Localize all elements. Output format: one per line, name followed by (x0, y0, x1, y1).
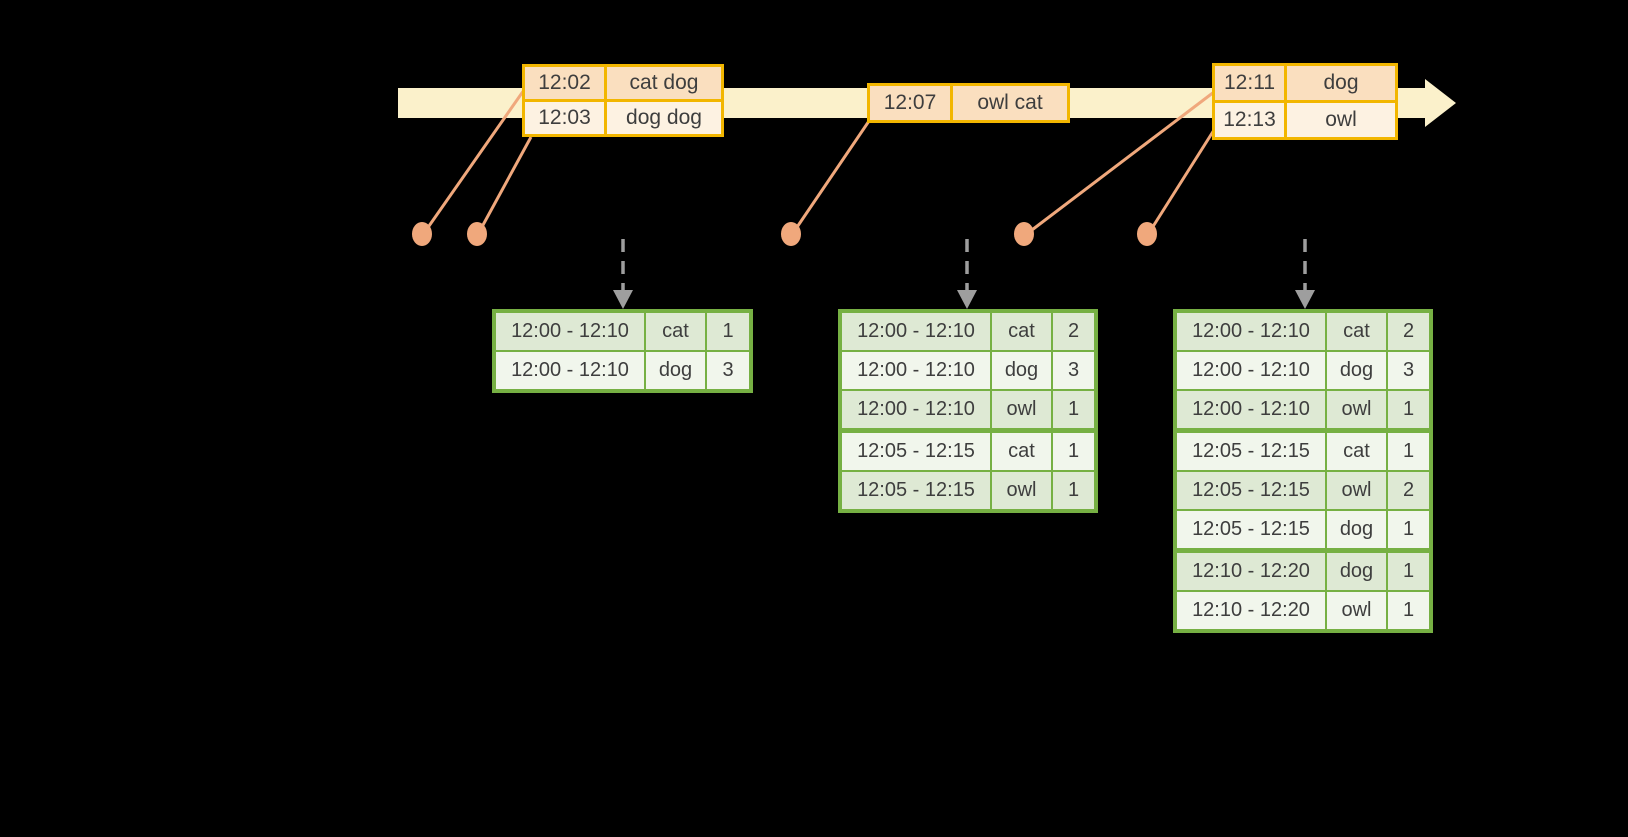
count-cell: 1 (1402, 440, 1415, 462)
word-cell: owl (1327, 391, 1388, 428)
trigger-arrowhead-icon (613, 290, 633, 309)
count-cell: 3 (722, 359, 734, 381)
word-cell: dog (646, 352, 707, 389)
event-words-cell: owl cat (953, 86, 1067, 120)
event-words-cell: dog dog (607, 102, 721, 134)
word-cell: dog (1327, 511, 1388, 548)
event-row: 12:02 cat dog (525, 67, 721, 99)
count-cell: 2 (1402, 320, 1415, 342)
word-cell: cat (646, 313, 707, 350)
window-cell: 12:00 - 12:10 (842, 391, 992, 428)
result-row: 12:00 - 12:10 dog 3 (496, 350, 749, 389)
result-table: 12:00 - 12:10 cat 2 12:00 - 12:10 dog 3 … (1173, 309, 1433, 633)
word-cell: dog (992, 352, 1053, 389)
event-row: 12:13 owl (1215, 100, 1395, 137)
count-cell: 1 (1402, 398, 1415, 420)
count-cell: 1 (1067, 479, 1080, 501)
event-time-cell: 12:11 (1215, 66, 1287, 100)
result-table: 12:00 - 12:10 cat 2 12:00 - 12:10 dog 3 … (838, 309, 1098, 513)
word-cell: dog (1327, 352, 1388, 389)
result-row: 12:05 - 12:15 cat 1 (1177, 428, 1429, 470)
event-words-cell: owl (1287, 103, 1395, 137)
window-cell: 12:00 - 12:10 (1177, 352, 1327, 389)
window-cell: 12:00 - 12:10 (842, 352, 992, 389)
word-cell: cat (1327, 313, 1388, 350)
result-row: 12:00 - 12:10 cat 2 (842, 313, 1094, 350)
event-words-cell: dog (1287, 66, 1395, 100)
event-connector-line (475, 136, 533, 237)
result-row: 12:00 - 12:10 dog 3 (1177, 350, 1429, 389)
event-row: 12:07 owl cat (870, 86, 1067, 120)
event-table: 12:11 dog 12:13 owl (1212, 63, 1398, 140)
window-cell: 12:05 - 12:15 (842, 472, 992, 509)
event-dot (467, 222, 487, 246)
event-dot (412, 222, 432, 246)
word-cell: owl (992, 391, 1053, 428)
trigger-arrowhead-icon (1295, 290, 1315, 309)
trigger-arrowhead-icon (957, 290, 977, 309)
word-cell: cat (992, 313, 1053, 350)
result-row: 12:05 - 12:15 cat 1 (842, 428, 1094, 470)
result-row: 12:00 - 12:10 owl 1 (842, 389, 1094, 428)
count-cell: 2 (1402, 479, 1415, 501)
result-row: 12:05 - 12:15 owl 2 (1177, 470, 1429, 509)
event-connector-line (1145, 129, 1216, 237)
event-words-cell: cat dog (607, 67, 721, 99)
count-cell: 3 (1067, 359, 1080, 381)
event-time-cell: 12:03 (525, 102, 607, 134)
window-cell: 12:05 - 12:15 (1177, 511, 1327, 548)
count-cell: 2 (1067, 320, 1080, 342)
count-cell: 1 (1067, 440, 1080, 462)
event-dots (412, 222, 1157, 246)
word-cell: cat (1327, 433, 1388, 470)
event-dot (781, 222, 801, 246)
window-cell: 12:00 - 12:10 (496, 313, 646, 350)
event-connector-line (789, 120, 871, 237)
count-cell: 1 (1402, 518, 1415, 540)
timeline-arrowhead-icon (1425, 79, 1456, 127)
window-cell: 12:05 - 12:15 (842, 433, 992, 470)
event-table: 12:07 owl cat (867, 83, 1070, 123)
count-cell: 3 (1402, 359, 1415, 381)
count-cell: 1 (722, 320, 734, 342)
window-cell: 12:05 - 12:15 (1177, 433, 1327, 470)
word-cell: dog (1327, 553, 1388, 590)
window-cell: 12:10 - 12:20 (1177, 592, 1327, 629)
result-row: 12:10 - 12:20 owl 1 (1177, 590, 1429, 629)
event-row: 12:03 dog dog (525, 99, 721, 134)
event-row: 12:11 dog (1215, 66, 1395, 100)
window-cell: 12:10 - 12:20 (1177, 553, 1327, 590)
result-table: 12:00 - 12:10 cat 1 12:00 - 12:10 dog 3 (492, 309, 753, 393)
word-cell: owl (992, 472, 1053, 509)
word-cell: owl (1327, 472, 1388, 509)
count-cell: 1 (1402, 560, 1415, 582)
count-cell: 1 (1067, 398, 1080, 420)
window-cell: 12:05 - 12:15 (1177, 472, 1327, 509)
event-dot (1014, 222, 1034, 246)
result-row: 12:05 - 12:15 owl 1 (842, 470, 1094, 509)
trigger-arrows (613, 239, 1315, 309)
result-row: 12:00 - 12:10 owl 1 (1177, 389, 1429, 428)
event-dot (1137, 222, 1157, 246)
window-cell: 12:00 - 12:10 (1177, 313, 1327, 350)
window-cell: 12:00 - 12:10 (842, 313, 992, 350)
event-time-cell: 12:13 (1215, 103, 1287, 137)
result-row: 12:05 - 12:15 dog 1 (1177, 509, 1429, 548)
event-time-cell: 12:07 (870, 86, 953, 120)
result-row: 12:10 - 12:20 dog 1 (1177, 548, 1429, 590)
word-cell: owl (1327, 592, 1388, 629)
word-cell: cat (992, 433, 1053, 470)
event-time-cell: 12:02 (525, 67, 607, 99)
count-cell: 1 (1402, 599, 1415, 621)
window-cell: 12:00 - 12:10 (496, 352, 646, 389)
result-row: 12:00 - 12:10 dog 3 (842, 350, 1094, 389)
window-cell: 12:00 - 12:10 (1177, 391, 1327, 428)
result-row: 12:00 - 12:10 cat 2 (1177, 313, 1429, 350)
result-row: 12:00 - 12:10 cat 1 (496, 313, 749, 350)
event-table: 12:02 cat dog 12:03 dog dog (522, 64, 724, 137)
